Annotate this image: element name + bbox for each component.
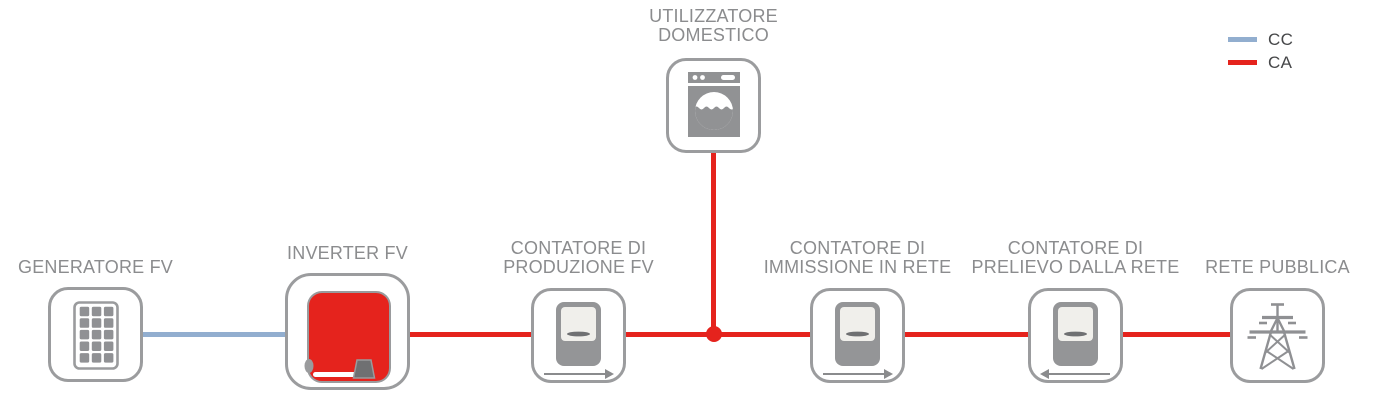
- legend-label-ca: CA: [1268, 52, 1293, 72]
- arrow-right-icon: [544, 369, 614, 379]
- label-generatore-fv: GENERATORE FV: [0, 258, 226, 277]
- arrow-left-icon: [1040, 369, 1110, 379]
- meter-icon: [544, 302, 614, 379]
- label-text: PRELIEVO DALLA RETE: [971, 257, 1180, 277]
- ca-line-swatch: [1228, 60, 1257, 65]
- legend: CC CA: [1228, 30, 1293, 72]
- arrow-right-icon: [823, 369, 893, 379]
- label-inverter-fv: INVERTER FV: [218, 244, 478, 263]
- label-text: UTILIZZATORE: [649, 6, 778, 26]
- label-text: CONTATORE DI: [510, 238, 647, 258]
- legend-label-cc: CC: [1268, 29, 1294, 49]
- legend-item-ca: CA: [1228, 53, 1293, 72]
- node-contatore-immissione: [810, 288, 905, 383]
- node-utilizzatore-domestico: [666, 58, 761, 153]
- label-text: IMMISSIONE IN RETE: [763, 257, 952, 277]
- meter-icon: [1040, 302, 1110, 379]
- label-text: RETE PUBBLICA: [1205, 257, 1350, 277]
- label-contatore-produzione-fv: CONTATORE DI PRODUZIONE FV: [449, 239, 709, 277]
- power-tower-icon: [1247, 303, 1308, 370]
- node-rete-pubblica: [1230, 288, 1325, 383]
- inverter-icon: [304, 291, 391, 383]
- domestic-ac-connection-line: [711, 150, 716, 336]
- label-text: CONTATORE DI: [1007, 238, 1144, 258]
- junction-dot: [705, 326, 722, 342]
- label-contatore-immissione: CONTATORE DI IMMISSIONE IN RETE: [728, 239, 988, 277]
- meter-icon: [823, 302, 893, 379]
- label-utilizzatore-domestico: UTILIZZATORE DOMESTICO: [584, 7, 844, 45]
- node-generatore-fv: [48, 287, 143, 382]
- node-contatore-produzione-fv: [531, 288, 626, 383]
- label-text: GENERATORE FV: [18, 257, 173, 277]
- label-text: PRODUZIONE FV: [503, 257, 654, 277]
- node-inverter-fv: [285, 273, 410, 390]
- solar-panel-icon: [73, 301, 119, 370]
- legend-item-cc: CC: [1228, 30, 1293, 49]
- label-rete-pubblica: RETE PUBBLICA: [1148, 258, 1376, 277]
- washing-machine-icon: [688, 72, 740, 137]
- label-text: CONTATORE DI: [789, 238, 926, 258]
- label-text: INVERTER FV: [287, 243, 408, 263]
- node-contatore-prelievo: [1028, 288, 1123, 383]
- label-text: DOMESTICO: [658, 25, 769, 45]
- cc-line-swatch: [1228, 37, 1257, 42]
- label-contatore-prelievo: CONTATORE DI PRELIEVO DALLA RETE: [946, 239, 1206, 277]
- dc-connection-line: [140, 331, 348, 337]
